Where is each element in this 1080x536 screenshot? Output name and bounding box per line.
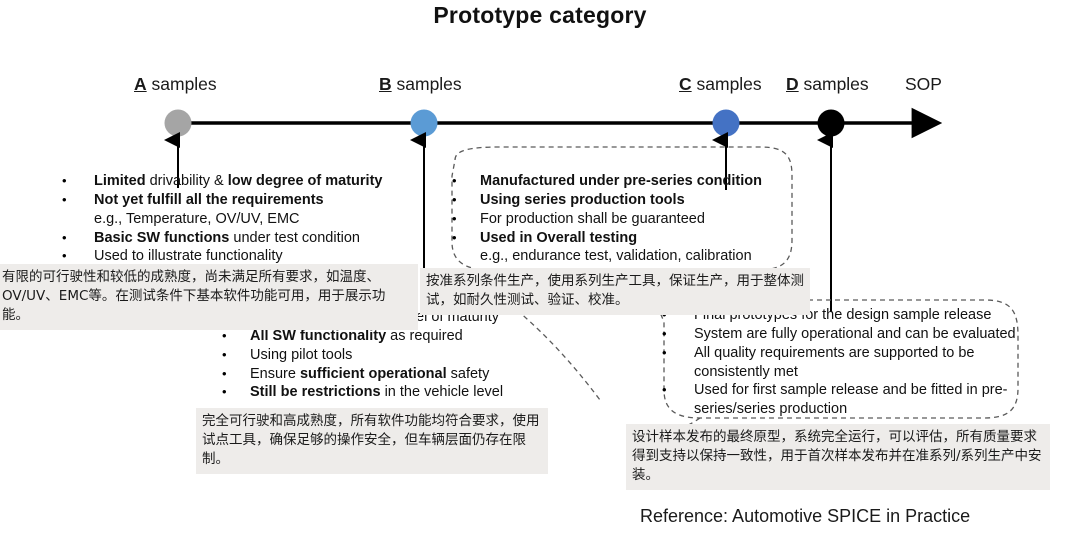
page-title: Prototype category — [433, 2, 647, 28]
milestone-letter-d: D — [786, 74, 799, 94]
bullet-item: • Using pilot tools — [222, 346, 562, 365]
bullet-item: • All quality requirements are supported … — [662, 344, 1042, 363]
bullet-marker-icon: • — [222, 365, 227, 381]
milestone-rest-d: samples — [798, 74, 869, 94]
bullet-marker-spacer: • — [452, 247, 480, 266]
bullet-item: •e.g., endurance test, validation, calib… — [452, 247, 782, 266]
milestone-letter-c: C — [679, 74, 692, 94]
bullet-marker-icon: • — [222, 327, 227, 343]
bullet-text: Used for first sample release and be fit… — [694, 382, 1008, 399]
bullet-marker-icon: • — [662, 325, 667, 341]
milestone-dot-a — [164, 109, 192, 137]
bullet-marker-icon: • — [452, 229, 457, 245]
bullet-item: • Manufactured under pre-series condition — [452, 172, 782, 191]
bullet-block-c-samples: • Manufactured under pre-series condition… — [452, 172, 782, 266]
bullet-item: • Limited drivability & low degree of mat… — [62, 172, 462, 191]
bullet-marker-icon: • — [222, 346, 227, 362]
bullet-item: • Using series production tools — [452, 191, 782, 210]
bullet-marker-spacer: • — [662, 400, 694, 419]
bullet-item: • Used for first sample release and be fi… — [662, 381, 1042, 400]
bullet-item: • System are fully operational and can be… — [662, 325, 1042, 344]
milestone-label-sop[interactable]: SOP — [905, 74, 942, 95]
bullet-item: •e.g., Temperature, OV/UV, EMC — [62, 210, 462, 229]
milestone-label-c[interactable]: C samples — [679, 74, 762, 95]
milestone-label-a[interactable]: A samples — [134, 74, 217, 95]
milestone-label-d[interactable]: D samples — [786, 74, 869, 95]
bullet-item: •consistently met — [662, 363, 1042, 382]
translation-box-d-samples: 设计样本发布的最终原型，系统完全运行，可以评估，所有质量要求得到支持以保持一致性… — [626, 424, 1050, 491]
bullet-text: Ensure sufficient operational safety — [250, 365, 490, 382]
bullet-text: e.g., Temperature, OV/UV, EMC — [94, 210, 300, 227]
bullet-item: • All SW functionality as required — [222, 327, 562, 346]
milestone-rest-a: samples — [146, 74, 217, 94]
bullet-text: Not yet fulfill all the requirements — [94, 191, 324, 208]
milestone-rest-c: samples — [691, 74, 762, 94]
milestone-dot-d — [817, 109, 845, 137]
milestone-rest-sop: SOP — [905, 74, 942, 94]
milestone-dot-c — [712, 109, 740, 137]
bullet-text: All quality requirements are supported t… — [694, 344, 975, 361]
translation-box-c-samples: 按准系列条件生产，使用系列生产工具，保证生产，用于整体测试，如耐久性测试、验证、… — [420, 268, 810, 316]
bullet-item: • For production shall be guaranteed — [452, 210, 782, 229]
bullet-text: Used in Overall testing — [480, 229, 638, 246]
translation-box-a-samples: 有限的可行驶性和较低的成熟度，尚未满足所有要求，如温度、OV/UV、EMC等。在… — [0, 264, 418, 331]
bullet-block-d-samples: •Final prototypes for the design sample … — [662, 306, 1042, 419]
bullet-block-a-samples: • Limited drivability & low degree of mat… — [62, 172, 462, 266]
bullet-text: Basic SW functions under test condition — [94, 229, 360, 246]
bullet-item: • Basic SW functions under test condition — [62, 229, 462, 248]
bullet-text: consistently met — [694, 363, 798, 380]
bullet-marker-icon: • — [662, 344, 667, 360]
bullet-text: System are fully operational and can be … — [694, 325, 1016, 342]
bullet-marker-icon: • — [452, 191, 457, 207]
bullet-text: For production shall be guaranteed — [480, 210, 705, 227]
bullet-marker-icon: • — [62, 191, 67, 207]
translation-box-b-samples: 完全可行驶和高成熟度，所有软件功能均符合要求，使用试点工具，确保足够的操作安全，… — [196, 408, 548, 475]
bullet-marker-icon: • — [662, 382, 667, 398]
bullet-item: • Ensure sufficient operational safety — [222, 365, 562, 384]
milestone-dot-b — [410, 109, 438, 137]
milestone-letter-a: A — [134, 74, 147, 94]
bullet-text: Using pilot tools — [250, 346, 353, 363]
bullet-text: Used to illustrate functionality — [94, 248, 283, 265]
bullet-marker-icon: • — [62, 229, 67, 245]
bullet-item: • Not yet fulfill all the requirements — [62, 191, 462, 210]
bullet-text: All SW functionality as required — [250, 327, 463, 344]
bullet-marker-icon: • — [452, 173, 457, 188]
milestone-label-b[interactable]: B samples — [379, 74, 462, 95]
bullet-text: Still be restrictions in the vehicle lev… — [250, 384, 504, 401]
bullet-item: •series/series production — [662, 400, 1042, 419]
bullet-text: Limited drivability & low degree of matu… — [94, 173, 383, 189]
bullet-text: Using series production tools — [480, 191, 685, 208]
reference-note: Reference: Automotive SPICE in Practice — [640, 506, 971, 526]
bullet-text: series/series production — [694, 401, 848, 418]
bullet-marker-icon: • — [452, 210, 457, 226]
bullet-item: • Used to illustrate functionality — [62, 247, 462, 266]
bullet-marker-icon: • — [62, 248, 67, 264]
bullet-item: • Still be restrictions in the vehicle le… — [222, 383, 562, 402]
bullet-marker-icon: • — [62, 173, 67, 188]
milestone-letter-b: B — [379, 74, 392, 94]
bullet-item: • Used in Overall testing — [452, 229, 782, 248]
bullet-marker-icon: • — [222, 384, 227, 400]
bullet-marker-spacer: • — [662, 363, 694, 382]
bullet-text: Manufactured under pre-series condition — [480, 173, 762, 189]
bullet-text: e.g., endurance test, validation, calibr… — [480, 248, 752, 265]
milestone-rest-b: samples — [391, 74, 462, 94]
bullet-marker-spacer: • — [62, 210, 94, 229]
